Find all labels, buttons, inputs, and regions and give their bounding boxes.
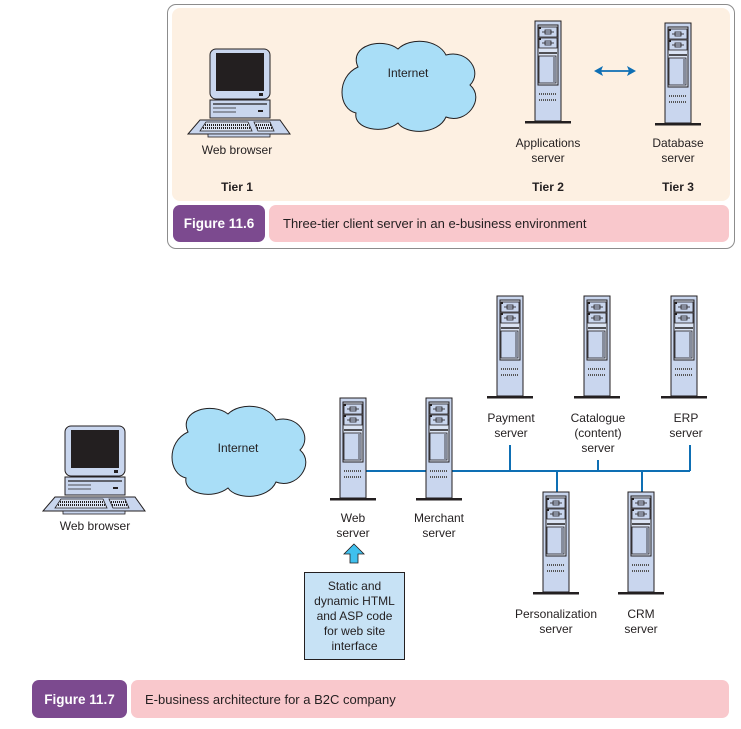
crm-server-icon: [617, 491, 665, 596]
erp-server-label: ERP server: [669, 411, 702, 441]
erp-server-label-line1: ERP: [673, 411, 699, 425]
merchant-server-label-line1: Merchant: [413, 511, 465, 525]
web-browser-computer-icon: [187, 48, 291, 138]
note-line-5: interface: [331, 638, 378, 653]
figure-11-6-label: Figure 11.6: [173, 205, 265, 242]
web-browser-label-2: Web browser: [59, 519, 131, 533]
catalogue-server-label: Catalogue (content) server: [571, 411, 626, 456]
web-server-label-line2: server: [336, 526, 370, 540]
note-line-4: for web site: [323, 623, 386, 638]
payment-server-label-line1: Payment: [487, 411, 535, 425]
applications-server-label-line1: Applications: [515, 136, 581, 150]
catalogue-server-label-line2: (content): [574, 426, 622, 440]
merchant-server-label: Merchant server: [414, 511, 464, 541]
tier-1-label: Tier 1: [221, 180, 253, 194]
catalogue-server-icon: [573, 295, 621, 400]
crm-server-label-line2: server: [624, 622, 658, 636]
web-content-note: Static and dynamic HTML and ASP code for…: [304, 572, 405, 660]
erp-server-label-line2: server: [669, 426, 703, 440]
figure-11-7-caption: E-business architecture for a B2C compan…: [131, 680, 729, 718]
catalogue-server-label-line1: Catalogue: [570, 411, 626, 425]
personalization-server-icon: [532, 491, 580, 596]
crm-server-label: CRM server: [624, 607, 657, 637]
web-server-icon: [329, 397, 377, 502]
note-line-2: dynamic HTML: [314, 593, 395, 608]
personalization-server-label: Personalization server: [515, 607, 597, 637]
web-browser-label: Web browser: [201, 143, 273, 157]
payment-server-label-line2: server: [494, 426, 528, 440]
crm-server-label-line1: CRM: [627, 607, 655, 621]
database-server-label-line1: Database: [652, 136, 704, 150]
payment-server-icon: [486, 295, 534, 400]
tier-2-label: Tier 2: [532, 180, 564, 194]
bidirectional-arrow: [594, 66, 636, 76]
note-line-1: Static and: [327, 578, 382, 593]
personalization-server-label-line1: Personalization: [514, 607, 598, 621]
internet-label-2: Internet: [217, 441, 259, 455]
tier-3-label: Tier 3: [662, 180, 694, 194]
applications-server-icon: [524, 20, 572, 125]
web-server-label: Web server: [336, 511, 369, 541]
internet-cloud-icon: [341, 40, 477, 132]
merchant-server-icon: [415, 397, 463, 502]
network-bus: [366, 445, 691, 492]
personalization-server-label-line2: server: [539, 622, 573, 636]
web-server-label-line1: Web: [340, 511, 366, 525]
figure-11-7-label: Figure 11.7: [32, 680, 127, 718]
web-browser-computer-icon-2: [42, 425, 146, 515]
payment-server-label: Payment server: [487, 411, 534, 441]
catalogue-server-label-line3: server: [581, 441, 615, 455]
internet-label: Internet: [387, 66, 429, 80]
applications-server-label-line2: server: [531, 151, 565, 165]
erp-server-icon: [660, 295, 708, 400]
up-arrow-icon: [343, 543, 365, 564]
database-server-label: Database server: [652, 136, 703, 166]
merchant-server-label-line2: server: [422, 526, 456, 540]
database-server-label-line2: server: [661, 151, 695, 165]
database-server-icon: [654, 22, 702, 127]
note-line-3: and ASP code: [316, 608, 393, 623]
figure-11-6-caption: Three-tier client server in an e-busines…: [269, 205, 729, 242]
applications-server-label: Applications server: [516, 136, 581, 166]
